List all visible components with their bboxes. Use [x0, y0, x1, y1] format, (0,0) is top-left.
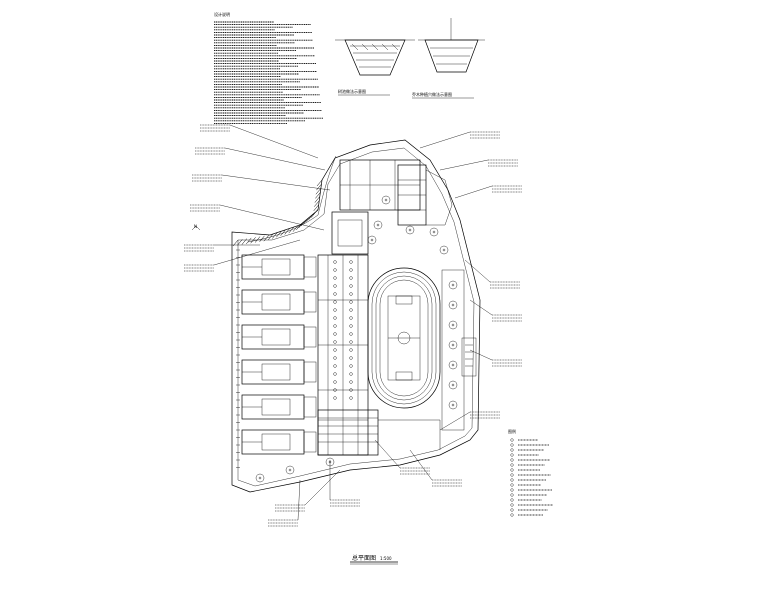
legend: 图例	[508, 428, 553, 517]
trees	[255, 195, 458, 483]
stair-detail-mark	[461, 337, 477, 377]
detail-right-title: 乔木种植穴做法示意图	[412, 91, 452, 97]
detail-left-title: 树池做法示意图	[338, 88, 366, 94]
notes-heading: 设计说明	[214, 11, 230, 17]
plan-title: 总平面图	[352, 554, 376, 562]
south-plaza	[317, 409, 379, 456]
running-track	[367, 267, 441, 409]
slope-hatching	[232, 155, 337, 247]
annotation-callouts	[184, 124, 522, 527]
tree-pit-detail: 树池做法示意图	[335, 39, 415, 96]
legend-heading: 图例	[508, 428, 516, 434]
design-notes: 设计说明	[214, 11, 323, 124]
east-planting-strip	[441, 269, 465, 431]
plan-scale: 1:500	[380, 556, 392, 561]
legend-entries	[510, 438, 553, 517]
planting-pit-detail: 乔木种植穴做法示意图	[412, 18, 485, 99]
notes-text-lines	[214, 21, 323, 124]
classroom-blocks	[236, 249, 317, 468]
main-building	[331, 211, 369, 255]
site-plan	[231, 139, 481, 493]
axis-paving	[333, 260, 353, 400]
site-boundary	[231, 139, 481, 493]
